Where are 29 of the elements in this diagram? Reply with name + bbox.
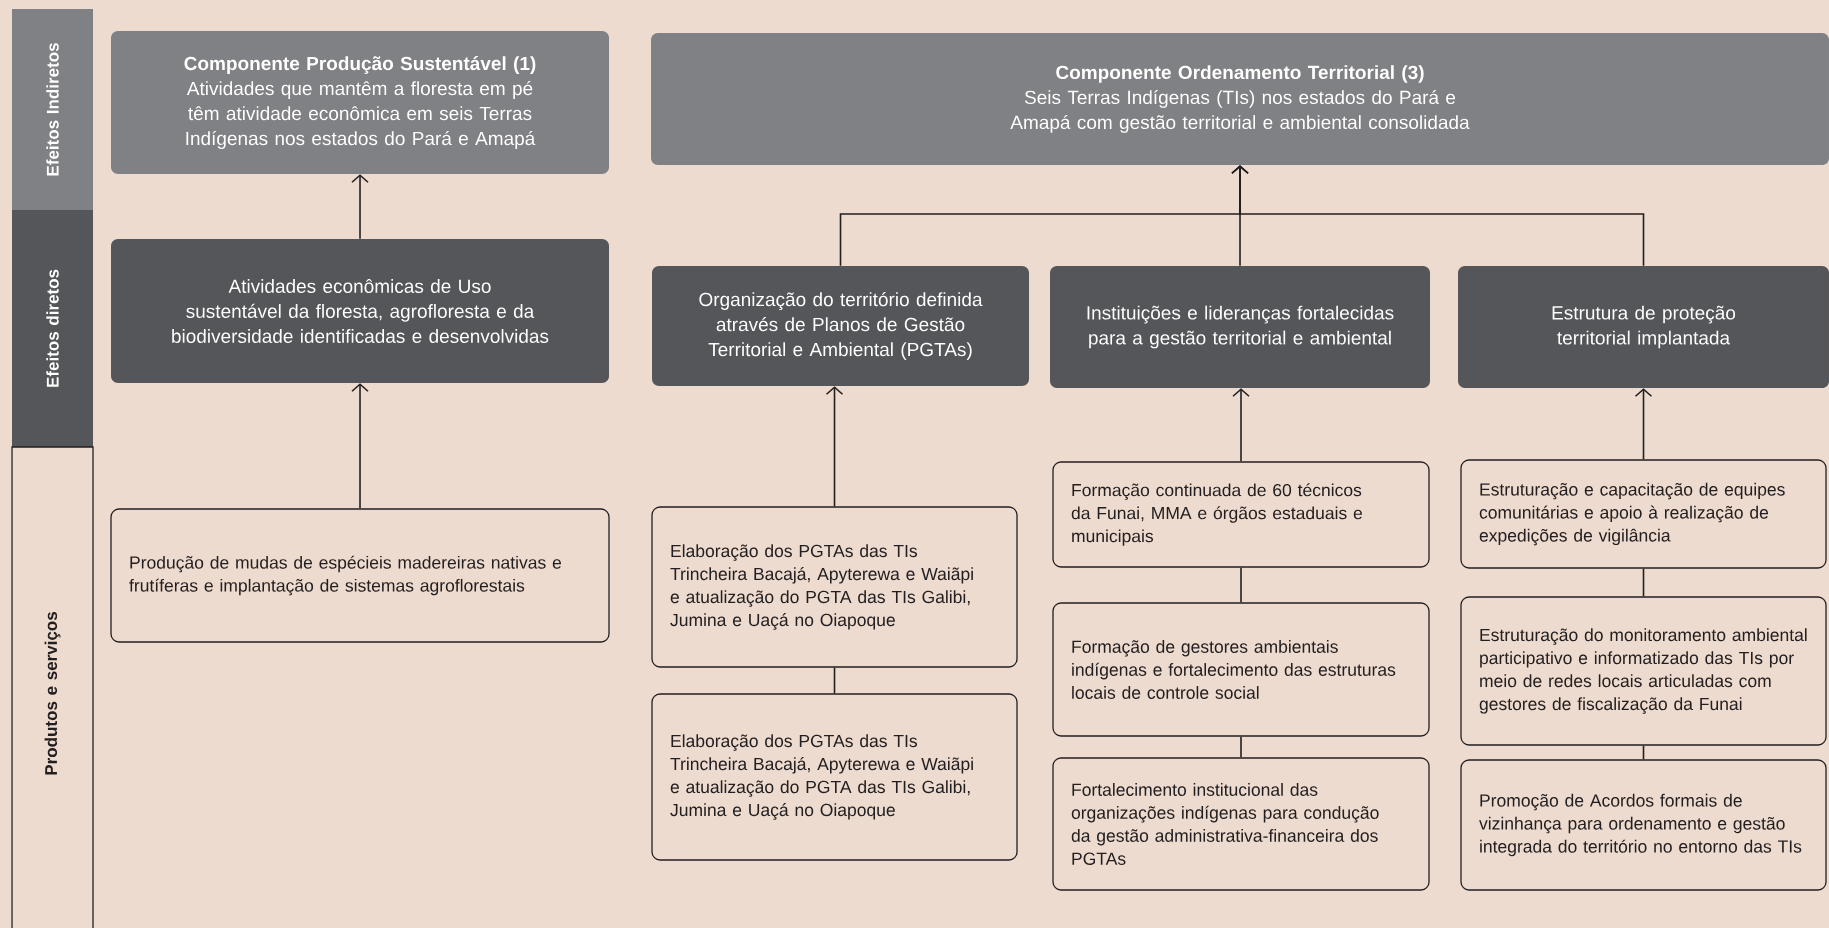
product-box: Elaboração dos PGTAs das TIs Trincheira Bacajá, Apyterewa e Waiãpi e atualização do PGTA das TIs Galibi, Jumina e Uaçá no Oiapoque xyxy=(651,506,1018,668)
connector-line xyxy=(1642,744,1645,761)
connector-line xyxy=(1642,567,1645,598)
product-box: Formação continuada de 60 técnicos da Funai, MMA e órgãos estaduais e municipais xyxy=(1052,461,1430,568)
arrow xyxy=(1232,388,1250,463)
connector-line xyxy=(1240,735,1242,759)
product-box: Fortalecimento institucional das organizações indígenas para condução da gestão administrativa-financeira dos PGTAs xyxy=(1052,757,1430,891)
row-band: Efeitos Indiretos xyxy=(12,9,93,210)
connector-line xyxy=(1240,566,1242,604)
product-box: Estruturação do monitoramento ambiental participativo e informatizado das TIs por meio de redes locais articuladas com gestores de fiscalização da Funai xyxy=(1460,596,1827,746)
product-box: Produção de mudas de espécieis madereiras nativas e frutíferas e implantação de sistemas agroflorestais xyxy=(110,508,610,643)
arrow xyxy=(825,386,844,508)
arrow xyxy=(351,174,369,240)
outcome-box: Atividades econômicas de Uso sustentável da floresta, agrofloresta e da biodiversidade identificadas e desenvolvidas xyxy=(111,239,609,383)
product-box: Promoção de Acordos formais de vizinhança para ordenamento e gestão integrada do território no entorno das TIs xyxy=(1460,759,1827,891)
arrow xyxy=(351,383,369,510)
result-box: Componente Produção Sustentável (1) Atividades que mantêm a floresta em pé têm atividade econômica em seis Terras Indígenas nos estados do Pará e Amapá xyxy=(111,31,609,174)
arrow xyxy=(1231,165,1645,267)
product-box: Estruturação e capacitação de equipes comunitárias e apoio à realização de expedições de vigilância xyxy=(1460,459,1827,569)
arrow xyxy=(1634,388,1653,461)
connector-line xyxy=(833,666,836,695)
outcome-box: Estrutura de proteção territorial implantada xyxy=(1458,266,1829,388)
outcome-box: Organização do território definida através de Planos de Gestão Territorial e Ambiental (PGTAs) xyxy=(652,266,1029,386)
product-box: Elaboração dos PGTAs das TIs Trincheira Bacajá, Apyterewa e Waiãpi e atualização do PGTA das TIs Galibi, Jumina e Uaçá no Oiapoque xyxy=(651,693,1018,861)
result-box: Componente Ordenamento Territorial (3) Seis Terras Indígenas (TIs) nos estados do Pará e Amapá com gestão territorial e ambiental consolidada xyxy=(651,33,1829,165)
row-band: Produtos e serviços xyxy=(11,446,94,928)
product-box: Formação de gestores ambientais indígenas e fortalecimento das estruturas locais de controle social xyxy=(1052,602,1430,737)
outcome-box: Instituições e lideranças fortalecidas para a gestão territorial e ambiental xyxy=(1050,266,1430,388)
row-band: Efeitos diretos xyxy=(12,210,93,447)
